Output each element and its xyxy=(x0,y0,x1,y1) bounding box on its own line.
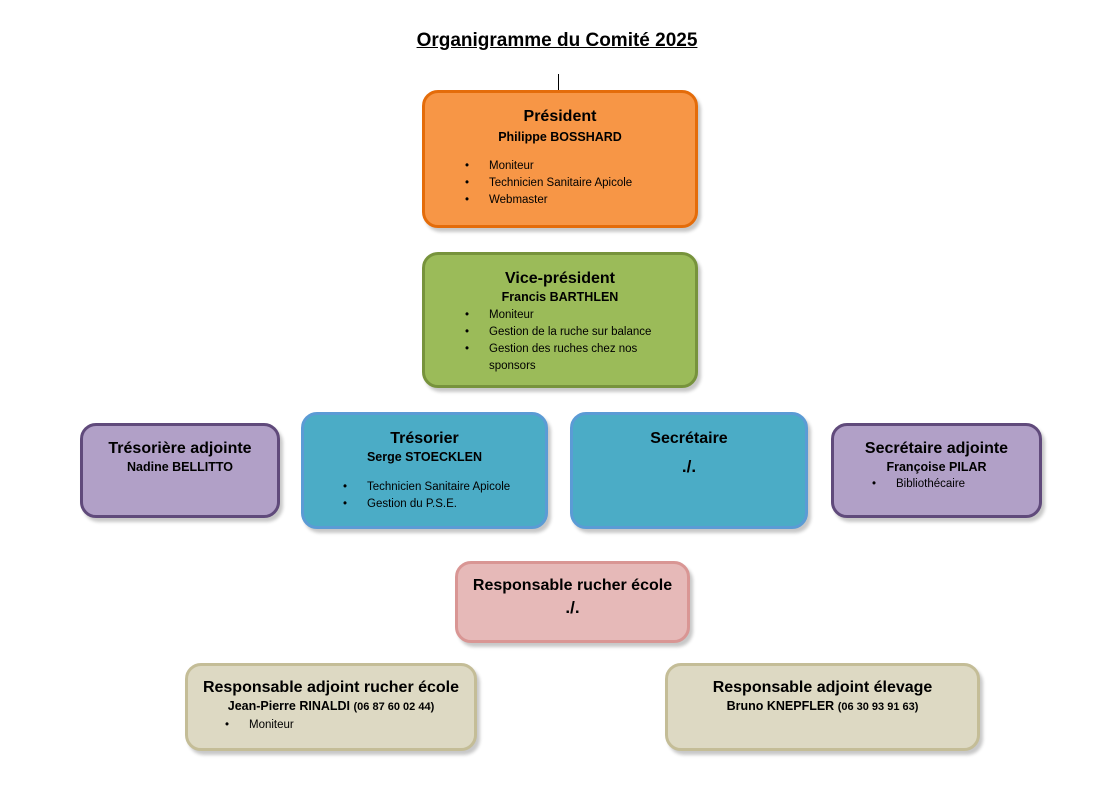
list-item: Gestion de la ruche sur balance xyxy=(465,324,679,341)
duty-list: Moniteur Gestion de la ruche sur balance… xyxy=(465,307,679,375)
node-role: Responsable rucher école xyxy=(472,577,673,594)
person-name: Jean-Pierre RINALDI xyxy=(227,699,351,713)
node-secretaire: Secrétaire ./. xyxy=(570,412,808,529)
list-item: Moniteur xyxy=(465,158,695,175)
node-responsable-rucher-ecole: Responsable rucher école ./. xyxy=(455,561,690,643)
connector-line xyxy=(558,74,559,90)
node-person: ./. xyxy=(565,598,580,617)
list-item: Technicien Sanitaire Apicole xyxy=(465,175,695,192)
list-item: Moniteur xyxy=(465,307,679,324)
list-item: Gestion des ruches chez nos sponsors xyxy=(465,341,679,375)
duty-list: Moniteur xyxy=(225,717,474,734)
node-role: Responsable adjoint élevage xyxy=(712,679,933,696)
list-item: Moniteur xyxy=(225,717,474,734)
node-responsable-adjoint-elevage: Responsable adjoint élevage Bruno KNEPFL… xyxy=(665,663,980,751)
page-title: Organigramme du Comité 2025 xyxy=(416,30,698,51)
node-person: Françoise PILAR xyxy=(886,460,987,474)
node-vice-president: Vice-président Francis BARTHLEN Moniteur… xyxy=(422,252,698,388)
duty-list: Moniteur Technicien Sanitaire Apicole We… xyxy=(465,158,695,209)
duty-list: Technicien Sanitaire Apicole Gestion du … xyxy=(343,479,545,513)
node-tresoriere-adjointe: Trésorière adjointe Nadine BELLITTO xyxy=(80,423,280,518)
phone-number: (06 87 60 02 44) xyxy=(353,701,435,713)
phone-number: (06 30 93 91 63) xyxy=(837,701,919,713)
duty-list: Bibliothécaire xyxy=(872,476,1039,493)
node-person: Bruno KNEPFLER (06 30 93 91 63) xyxy=(668,698,977,716)
node-role: Secrétaire xyxy=(650,430,728,447)
list-item: Technicien Sanitaire Apicole xyxy=(343,479,545,496)
list-item: Gestion du P.S.E. xyxy=(343,496,545,513)
node-person: Francis BARTHLEN xyxy=(501,290,619,304)
node-person: Nadine BELLITTO xyxy=(126,460,234,474)
node-role: Trésorière adjointe xyxy=(108,440,252,457)
node-president: Président Philippe BOSSHARD Moniteur Tec… xyxy=(422,90,698,228)
node-person: Serge STOECKLEN xyxy=(366,450,483,464)
node-person: Philippe BOSSHARD xyxy=(498,130,622,144)
node-role: Président xyxy=(523,108,597,125)
node-person: Jean-Pierre RINALDI (06 87 60 02 44) xyxy=(188,698,474,716)
node-role: Secrétaire adjointe xyxy=(864,440,1009,457)
node-role: Trésorier xyxy=(390,430,459,447)
list-item: Webmaster xyxy=(465,192,695,209)
person-name: Bruno KNEPFLER xyxy=(726,699,835,713)
node-responsable-adjoint-rucher-ecole: Responsable adjoint rucher école Jean-Pi… xyxy=(185,663,477,751)
node-tresorier: Trésorier Serge STOECKLEN Technicien San… xyxy=(301,412,548,529)
node-role: Vice-président xyxy=(505,270,615,287)
node-role: Responsable adjoint rucher école xyxy=(202,679,460,696)
node-person: ./. xyxy=(681,457,697,476)
list-item: Bibliothécaire xyxy=(872,476,1039,493)
node-secretaire-adjointe: Secrétaire adjointe Françoise PILAR Bibl… xyxy=(831,423,1042,518)
